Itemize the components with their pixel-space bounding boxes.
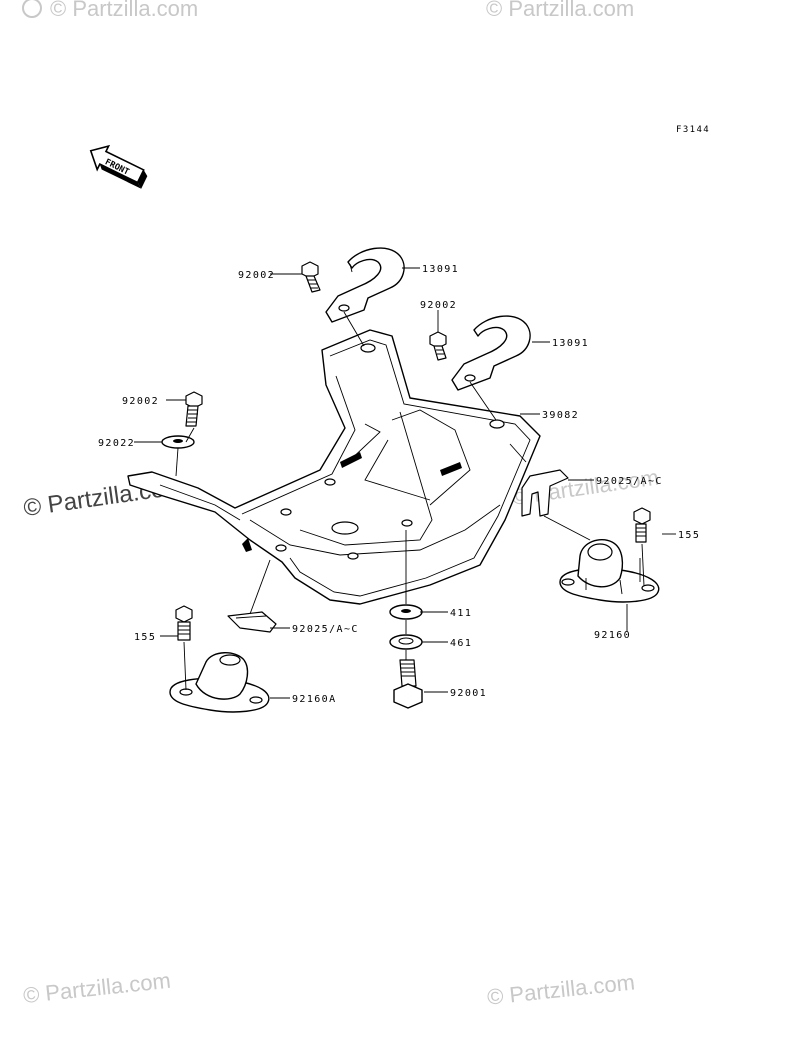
label-clamp-right: 13091 [552,338,589,349]
label-clamp-left: 13091 [422,264,459,275]
bolt-92002-top-left [301,261,321,293]
label-mount-left: 92160A [292,694,337,705]
washer-461 [389,634,423,650]
label-bolt-bottom: 92001 [450,688,487,699]
label-bolt-left: 92002 [122,396,159,407]
watermark-bottom-right: © Partzilla.com [486,969,636,1009]
front-arrow-icon: FRONT [89,144,148,189]
watermark-text: © Partzilla.com [486,0,634,21]
part-labels: 92002 13091 92002 13091 39082 92002 9202… [98,264,700,705]
watermark-top-right: © Partzilla.com [486,0,634,21]
mount-92160A-left [169,652,270,713]
watermark-bottom-left: © Partzilla.com [22,968,172,1008]
label-bolt-right-mount: 155 [678,530,700,541]
bolt-155-left [175,605,193,641]
label-washer-left: 92022 [98,438,135,449]
bolt-92002-top-right [429,331,447,361]
label-washer-461: 461 [450,638,472,649]
clamp-13091-right [451,315,531,391]
label-frame: 39082 [542,410,579,421]
label-washer-411: 411 [450,608,472,619]
label-clip-right: 92025/A~C [596,476,663,487]
clip-92025-left [227,611,277,633]
bolt-155-right [633,507,651,543]
label-bolt-top-right: 92002 [420,300,457,311]
clip-92025-right [521,469,569,517]
watermark-text: © Partzilla.com [486,969,636,1009]
figure-code: F3144 [676,125,710,135]
washer-92022 [161,435,195,449]
watermark-text: © Partzilla.com [50,0,198,21]
mount-92160-right [559,538,660,603]
frame-39082 [127,329,541,605]
watermark-text: © Partzilla.com [22,968,172,1008]
bolt-92002-left [185,391,203,427]
label-mount-right: 92160 [594,630,631,641]
label-bolt-top-left: 92002 [238,270,275,281]
washer-411 [389,604,423,620]
bolt-92001 [393,659,423,709]
clamp-13091-left [325,247,405,323]
leader-lines [134,267,676,699]
label-bolt-left-mount: 155 [134,632,156,643]
watermark-top-left: © Partzilla.com [22,0,198,21]
label-clip-left: 92025/A~C [292,624,359,635]
